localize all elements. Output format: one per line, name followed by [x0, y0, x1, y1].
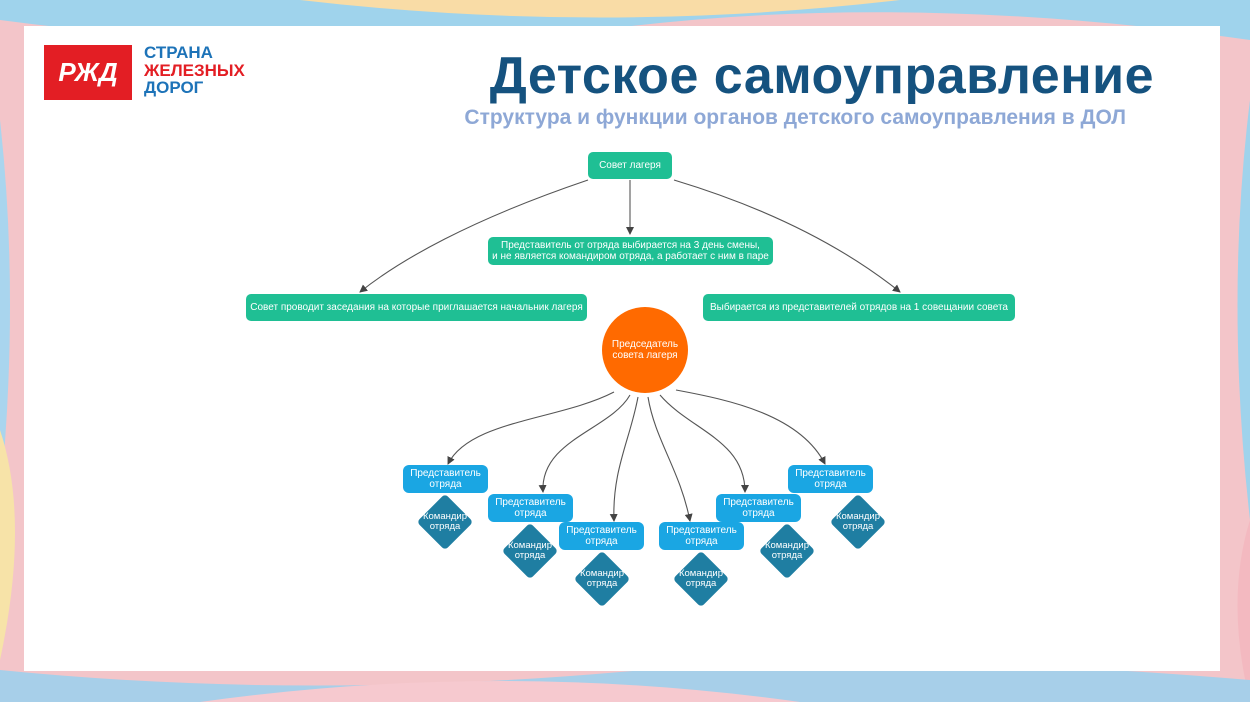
edge-chair-rep-1 — [447, 391, 615, 465]
svg-text:РЖД: РЖД — [58, 57, 117, 87]
node-note-left: Совет проводит заседания на которые приг… — [246, 294, 587, 321]
page-subtitle: Структура и функции органов детского сам… — [464, 106, 1126, 129]
rzd-logo-text: СТРАНА ЖЕЛЕЗНЫХ ДОРОГ — [144, 44, 245, 97]
node-note-center: Представитель от отряда выбирается на 3 … — [488, 237, 773, 265]
edge-chair-rep-6 — [675, 389, 826, 465]
logo-line-2: ЖЕЛЕЗНЫХ — [144, 60, 245, 80]
edge-chair-rep-5 — [659, 394, 749, 493]
edge-chair-rep-3 — [609, 396, 639, 522]
edge-council-left — [359, 179, 589, 293]
rzd-logo-icon: РЖД — [58, 57, 117, 87]
rzd-logo-mark: РЖД — [44, 45, 132, 100]
edge-chair-rep-4 — [647, 396, 693, 522]
logo-line-3: ДОРОГ — [144, 78, 204, 97]
node-note-right: Выбирается из представителей отрядов на … — [703, 294, 1015, 321]
edge-chair-rep-2 — [538, 394, 631, 493]
logo-line-1: СТРАНА — [144, 43, 213, 62]
node-chair: Председатель совета лагеря — [602, 307, 688, 393]
edge-council-right — [673, 179, 901, 293]
page-title: Детское самоуправление — [489, 47, 1154, 105]
node-council: Совет лагеря — [588, 152, 672, 179]
